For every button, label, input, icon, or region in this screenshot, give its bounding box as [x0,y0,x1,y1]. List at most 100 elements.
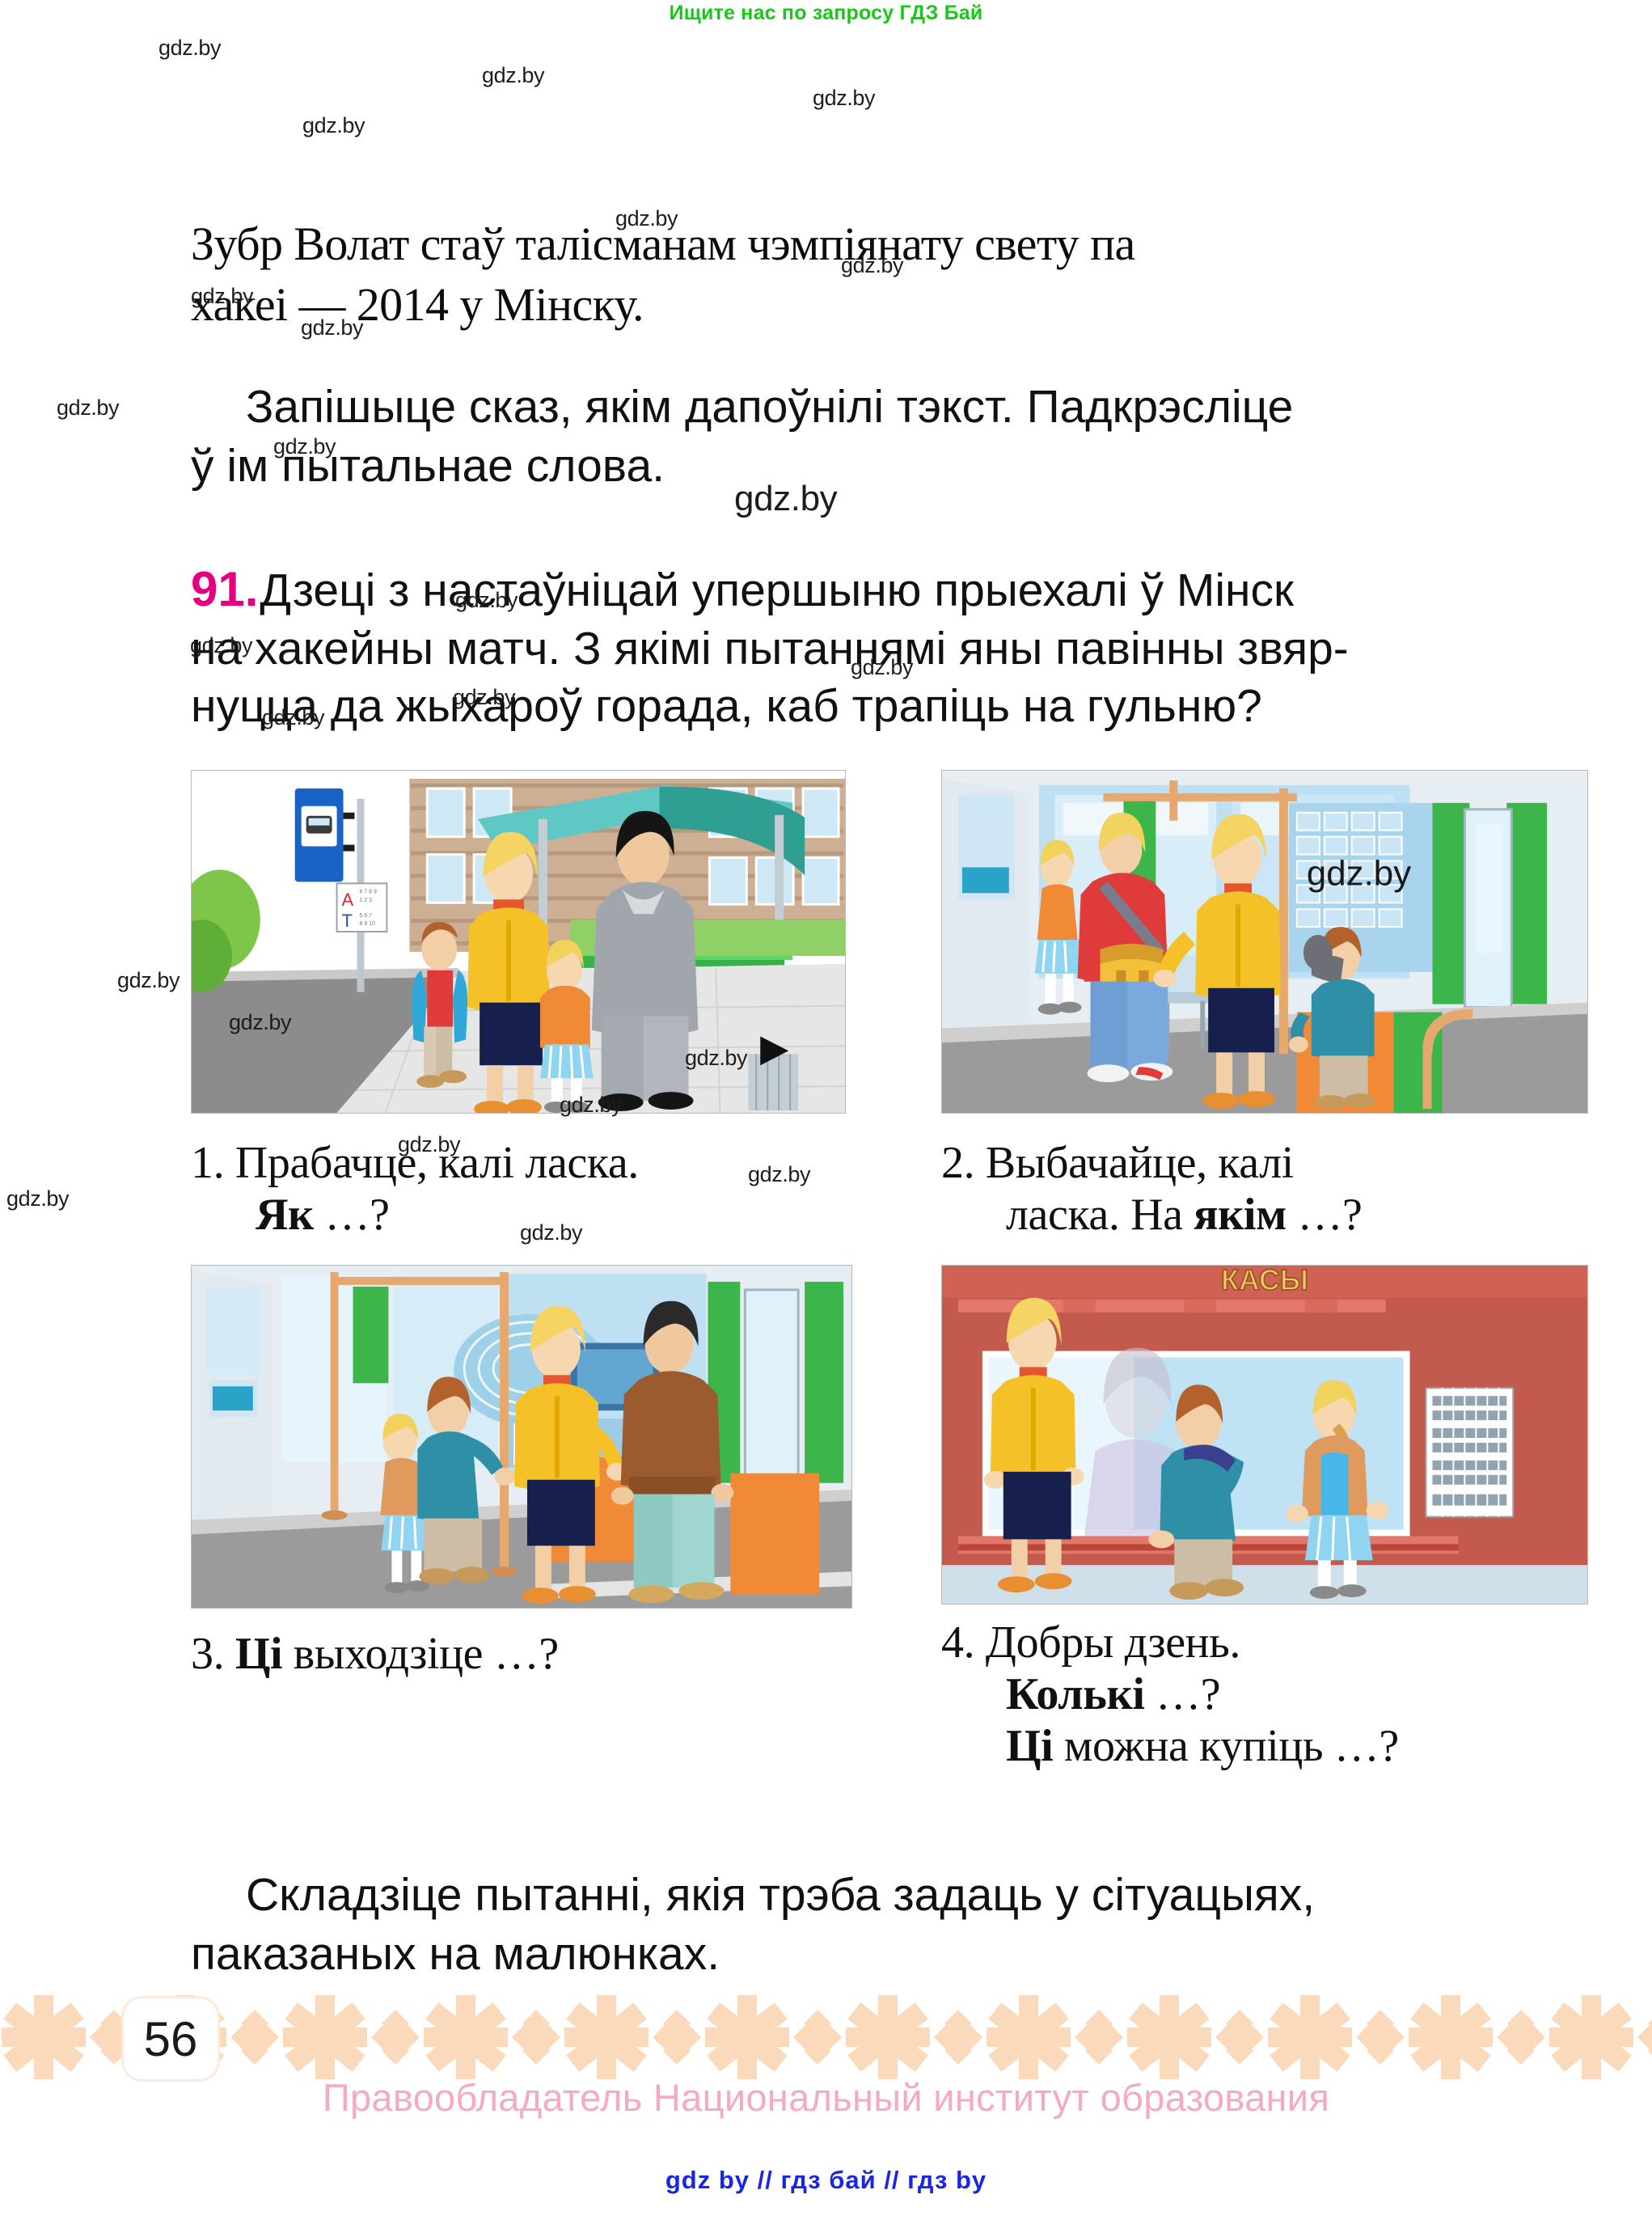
exercise-number: 91. [191,562,259,616]
watermark: gdz.by [273,434,336,459]
watermark: gdz.by [57,395,120,420]
svg-text:gdz.by: gdz.by [1307,853,1411,893]
watermark: gdz.by [615,206,678,230]
ornament-star [563,1989,650,2085]
svg-text:1 2 3: 1 2 3 [359,898,372,903]
caption-3-line-1-rest: выходзіце …? [282,1629,559,1679]
promo-banner: Ищите нас по запросу ГДЗ Бай [669,2,983,24]
ornament-star [985,1989,1072,2085]
ornament-diamond [509,1989,563,2085]
ornament-diamond [1213,1989,1266,2085]
svg-text:8 9 10: 8 9 10 [359,921,375,927]
ornament-diamond [650,1989,703,2085]
task-paragraph-2: Складзіце пытанні, якія трэба задаць у с… [191,1868,1565,1982]
ornament-star [0,1989,87,2085]
task1-line-1: Запішыце сказ, якім дапоўнілі тэкст. Пад… [246,381,1294,433]
illustration-bus-stop: A T 6 7 8 9 1 2 3 5 6 7 8 9 10 [191,770,846,1114]
page-number: 56 [121,1996,220,2082]
watermark: gdz.by [229,1010,292,1034]
ornament-diamond [791,1989,844,2085]
caption-2-line-2: ласка. На якім …? [941,1190,1588,1241]
caption-1-keyword: Як [256,1189,314,1240]
ornament-diamond [228,1989,281,2085]
watermark: gdz.by [6,1186,70,1211]
ornament-border [0,1989,1652,2085]
ornament-diamond [1494,1989,1548,2085]
watermark: gdz.by [191,284,254,308]
watermark: gdz.by [841,253,904,277]
ornament-star [844,1989,932,2085]
ornament-diamond [369,1989,422,2085]
caption-1-line-1: 1. Прабачце, калі ласка. [191,1138,639,1188]
caption-2-line-1: 2. Выбачайце, калі [941,1138,1294,1188]
intro-line-1: Зубр Волат стаў талісманам чэмпіянату св… [191,218,1135,270]
caption-4-line-2-rest: …? [1144,1668,1221,1719]
caption-4-line-1: 4. Добры дзень. [941,1617,1240,1668]
watermark: gdz.by [398,1132,461,1156]
illustration-tram-interior: gdz.by [941,770,1588,1114]
page-content: Зубр Волат стаў талісманам чэмпіянату св… [191,0,1588,2224]
ornament-star [422,1989,509,2085]
svg-text:6 7 8 9: 6 7 8 9 [359,889,376,894]
caption-3-line-1: 3. Ці выходзіце …? [191,1629,559,1679]
exercise-line-2: на хакейны матч. З якімі пытаннямі яны п… [191,622,1349,674]
watermark: gdz.by [560,1093,623,1117]
caption-1-line-2-rest: …? [313,1189,390,1240]
caption-1-line-2: Як …? [191,1190,854,1241]
watermark: gdz.by [685,1046,748,1070]
caption-3-keyword: Ці [234,1629,283,1679]
watermark: gdz.by [748,1162,811,1186]
svg-text:T: T [342,911,353,931]
watermark: gdz.by [262,705,325,729]
watermark: gdz.by [482,63,545,87]
task1-line-2: ў ім пытальнае слова. [191,440,665,493]
caption-3-number: 3. [191,1629,235,1679]
watermark: gdz.by [302,113,365,137]
caption-4-keyword-2: Ці [1006,1720,1054,1771]
bottom-links: gdz by // гдз бай // гдз by [665,2166,987,2194]
caption-4-line-3-rest: можна купіць …? [1053,1720,1399,1771]
ornament-star [1407,1989,1494,2085]
exercise-91: 91.Дзеці з настаўніцай упершыню прыехалі… [191,558,1570,734]
intro-line-2: хакеі — 2014 у Мінску. [191,278,644,332]
caption-2: 2. Выбачайце, калі ласка. На якім …? [941,1138,1588,1241]
watermark: gdz.by [851,655,914,679]
exercise-line-3: нуцца да жыхароў горада, каб трапіць на … [191,680,1262,733]
caption-4-line-3: Ці можна купіць …? [941,1721,1604,1773]
watermark: gdz.by [190,633,253,657]
illustration-tram-exit [191,1265,852,1609]
task-paragraph-1: Запішыце сказ, якім дапоўнілі тэкст. Пад… [191,380,1565,494]
watermark: gdz.by [453,685,516,709]
ornament-diamond [1635,1989,1652,2085]
watermark: gdz.by [734,479,838,518]
intro-paragraph: Зубр Волат стаў талісманам чэмпіянату св… [191,217,1565,332]
watermark: gdz.by [455,588,518,612]
svg-text:5 6 7: 5 6 7 [359,913,372,919]
ornament-star [1548,1989,1635,2085]
caption-3: 3. Ці выходзіце …? [191,1629,854,1681]
ornament-star [1266,1989,1354,2085]
task2-line-1: Складзіце пытанні, якія трэба задаць у с… [246,1869,1316,1921]
copyright-notice: Правообладатель Национальный институт об… [322,2076,1330,2119]
ticket-office-sign-label: КАСЫ [1221,1266,1308,1296]
caption-2-line-2-rest: …? [1286,1189,1363,1240]
watermark: gdz.by [520,1220,583,1245]
watermark: gdz.by [301,315,364,340]
task2-line-2: паказаных на малюнках. [191,1928,720,1981]
caption-4-keyword-1: Колькі [1006,1668,1145,1719]
caption-4-line-2: Колькі …? [941,1669,1604,1721]
illustration-ticket-office: КАСЫ [941,1265,1588,1605]
watermark: gdz.by [158,36,222,60]
exercise-line-1: 91.Дзеці з настаўніцай упершыню прыехалі… [191,561,1570,619]
caption-4: 4. Добры дзень. Колькі …? Ці можна купіц… [941,1617,1604,1772]
caption-1: 1. Прабачце, калі ласка. Як …? [191,1138,854,1241]
caption-2-line-2-pre: ласка. На [1006,1189,1194,1240]
exercise-line-1-text: Дзеці з настаўніцай упершыню прыехалі ў … [260,564,1294,616]
ornament-star [703,1989,791,2085]
svg-text:A: A [342,890,354,910]
ornament-diamond [1354,1989,1407,2085]
watermark: gdz.by [117,968,180,992]
caption-2-keyword: якім [1194,1189,1287,1240]
ornament-star [281,1989,369,2085]
watermark: gdz.by [813,86,876,110]
